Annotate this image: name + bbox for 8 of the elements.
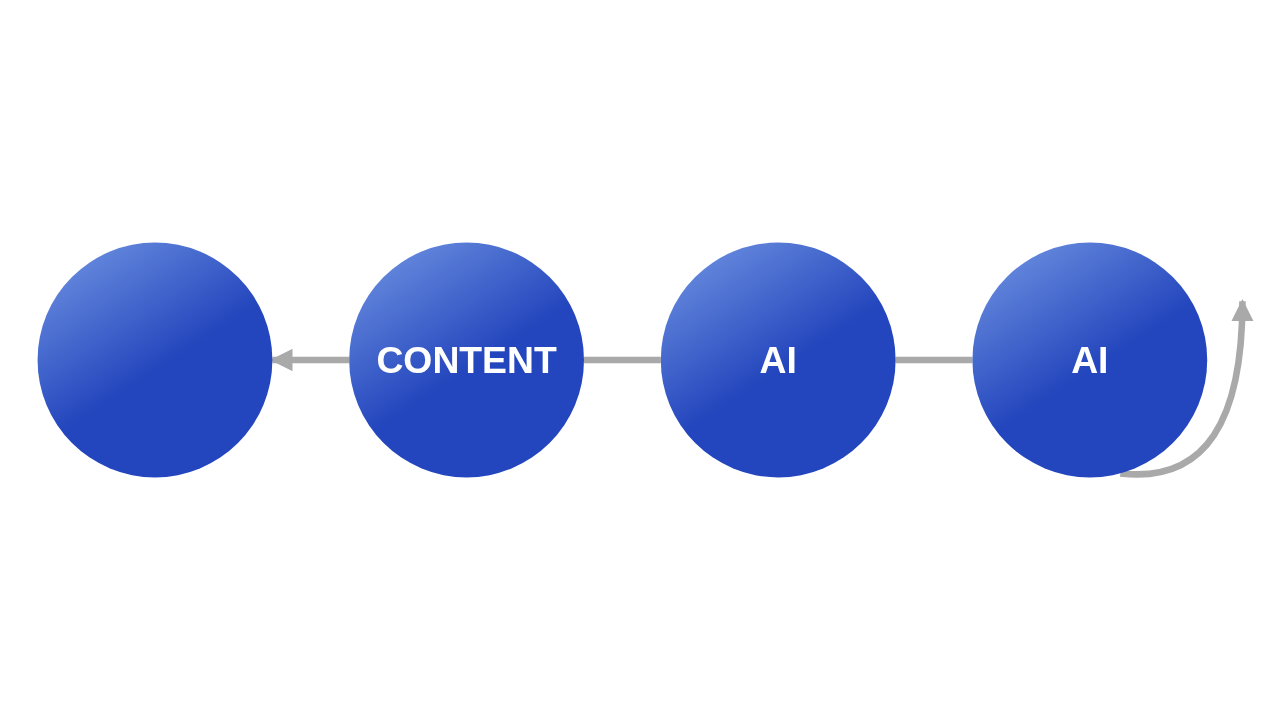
node-circle: CONTENT	[349, 242, 584, 478]
node-circle: AI	[972, 242, 1208, 478]
connector	[584, 356, 661, 364]
arrow	[270, 348, 350, 372]
arrow	[1120, 299, 1254, 478]
node-circle: AI	[660, 242, 896, 478]
connector	[895, 356, 973, 364]
node-circle	[37, 242, 273, 478]
